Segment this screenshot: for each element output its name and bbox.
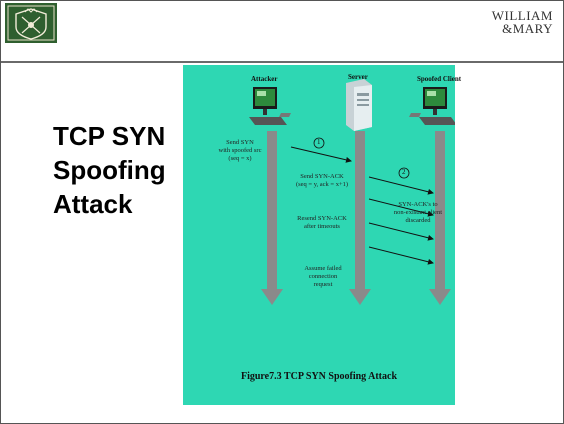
college-crest-logo — [5, 3, 57, 43]
spoofed-client-timeline-arrow — [429, 131, 451, 305]
note-assume-line-1: Assume failed — [304, 265, 342, 272]
title-line-1: TCP SYN — [53, 121, 166, 151]
note-assume-line-2: connection — [308, 273, 338, 280]
attacker-timeline-arrow — [261, 131, 283, 305]
note-resend-line-1: Resend SYN-ACK — [297, 215, 347, 222]
note-discarded-line-1: SYN-ACK's to — [398, 201, 438, 208]
synack-message-arrow-2 — [368, 198, 434, 217]
note-resend-synack: Resend SYN-ACK after timeouts — [293, 215, 351, 231]
note-assume-failed: Assume failed connection request — [297, 265, 349, 289]
note-discarded: SYN-ACK's to non-existant client discard… — [389, 201, 447, 225]
spoofed-client-label: Spoofed Client — [417, 75, 462, 83]
slide-title: TCP SYN Spoofing Attack — [53, 119, 166, 221]
synack-message-arrow-3 — [368, 222, 434, 241]
synack-message-arrow-1 — [368, 176, 434, 195]
figure-panel: 1 2 Attacker Server Spoofed Client Send … — [183, 65, 461, 405]
server-label: Server — [348, 73, 368, 81]
note-send-syn-line-3: (seq = x) — [228, 155, 252, 162]
step-1-label: 1 — [317, 138, 321, 146]
note-send-syn-line-1: Send SYN — [226, 139, 254, 146]
syn-message-arrow — [290, 146, 352, 163]
note-send-syn: Send SYN with spoofed src (seq = x) — [211, 139, 269, 163]
title-line-3: Attack — [53, 189, 133, 219]
slide-header: WILLIAM &MARY — [1, 1, 563, 47]
note-assume-line-3: request — [313, 281, 333, 288]
wordmark-line-1: WILLIAM — [491, 8, 553, 23]
title-line-2: Spoofing — [53, 155, 166, 185]
note-send-synack: Send SYN-ACK (seq = y, ack = x+1) — [291, 173, 353, 189]
note-send-synack-line-2: (seq = y, ack = x+1) — [295, 181, 349, 188]
attacker-label: Attacker — [251, 75, 278, 83]
note-discarded-line-3: discarded — [405, 217, 431, 224]
figure-graphics — [249, 79, 455, 305]
note-resend-line-2: after timeouts — [304, 223, 340, 230]
step-2-label: 2 — [402, 168, 406, 176]
william-and-mary-wordmark: WILLIAM &MARY — [492, 9, 553, 35]
spoofed-client-computer-icon — [409, 87, 455, 125]
attacker-computer-icon — [249, 87, 291, 125]
wordmark-line-2: &MARY — [502, 21, 553, 36]
step-1-circle — [313, 137, 325, 149]
note-discarded-line-2: non-existant client — [393, 209, 443, 216]
server-timeline-arrow — [349, 131, 371, 305]
header-divider — [1, 61, 563, 63]
server-tower-icon — [346, 79, 372, 131]
note-send-synack-line-1: Send SYN-ACK — [300, 173, 344, 180]
crest-icon — [5, 3, 57, 43]
synack-message-arrow-4 — [368, 246, 434, 265]
note-send-syn-line-2: with spoofed src — [218, 147, 262, 154]
step-2-circle — [398, 167, 410, 179]
figure-caption: Figure7.3 TCP SYN Spoofing Attack — [240, 371, 398, 382]
